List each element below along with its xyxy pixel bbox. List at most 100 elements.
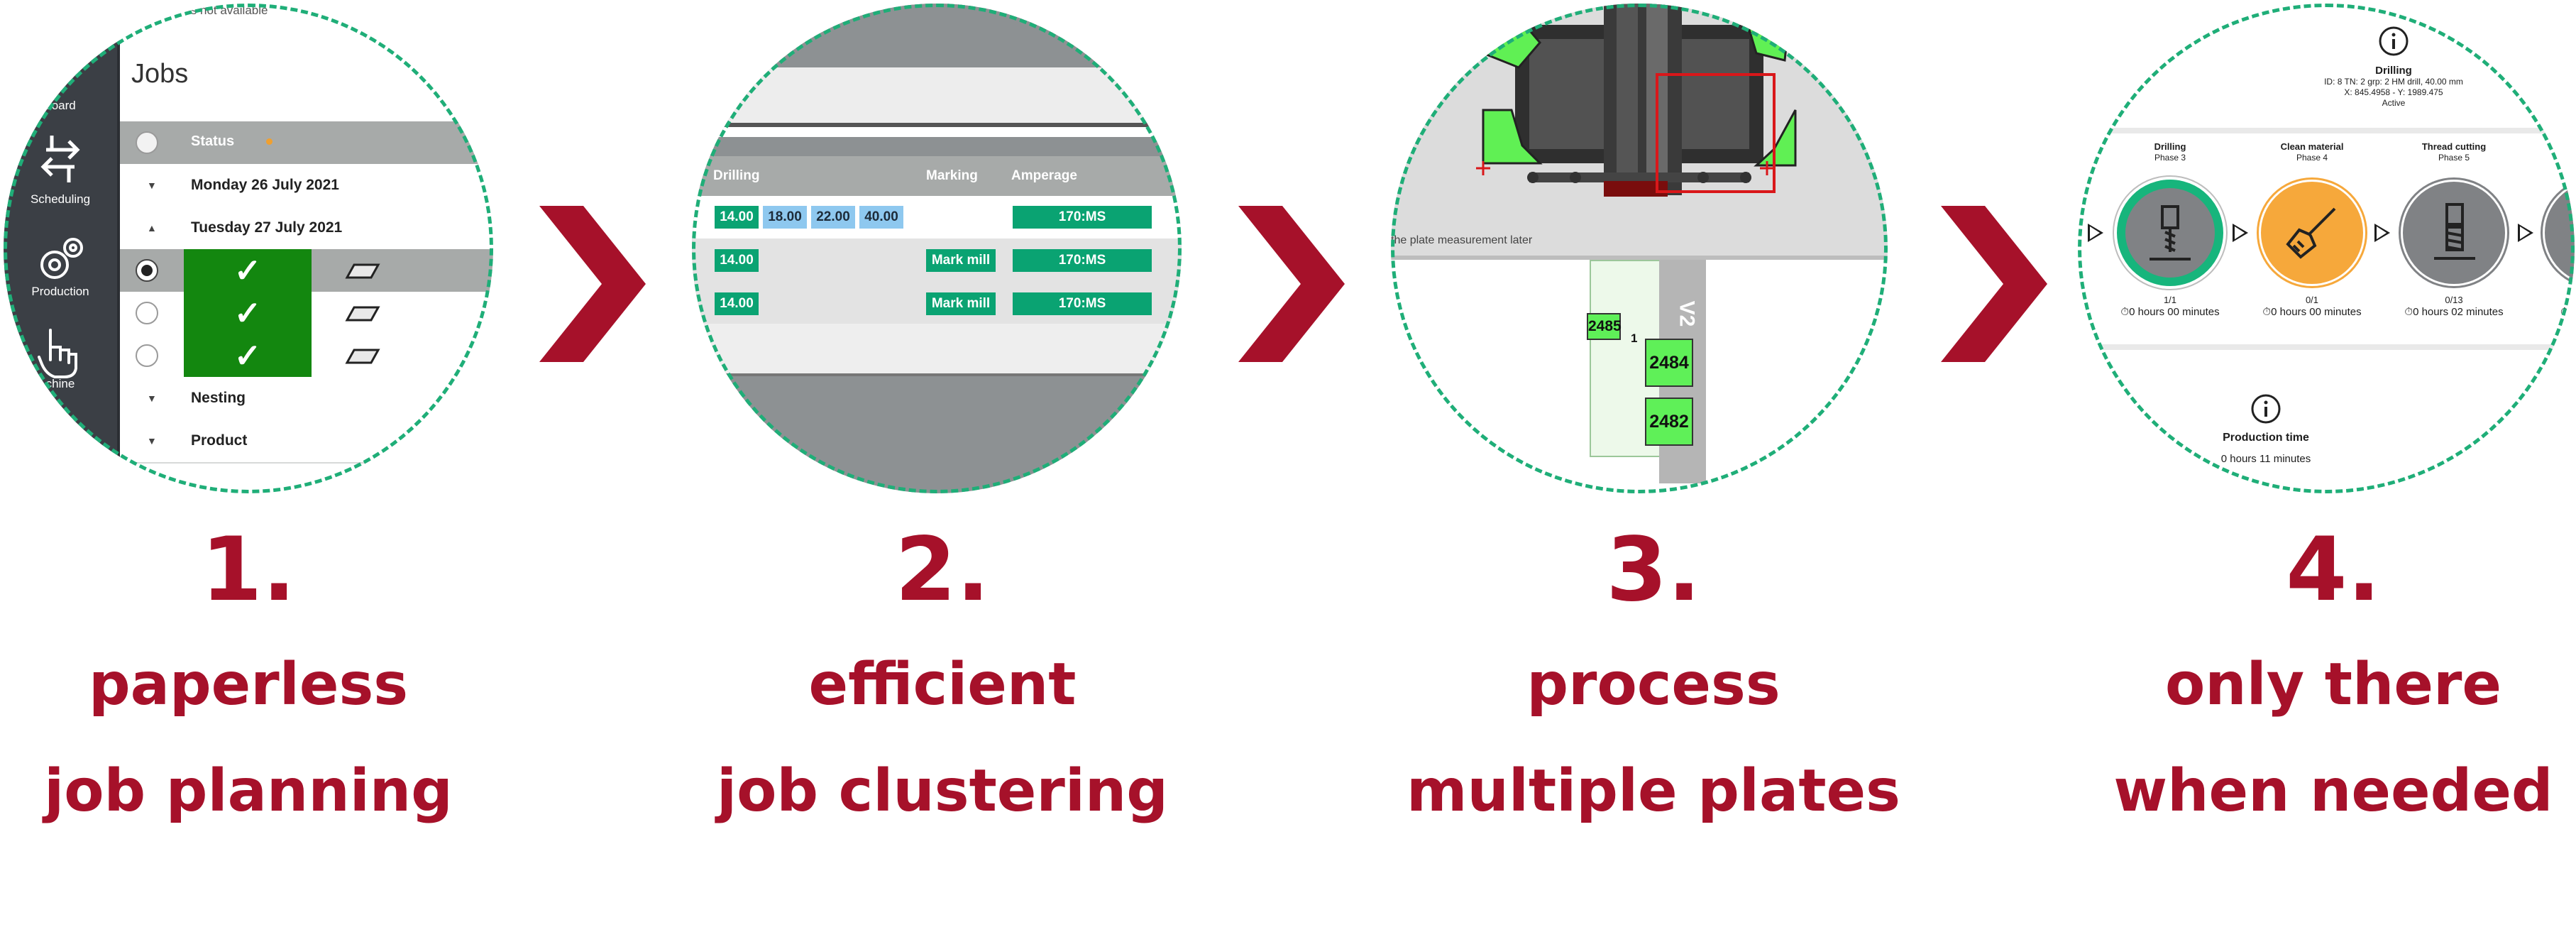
group-label: Product — [191, 432, 248, 449]
group-label: Tuesday 27 July 2021 — [191, 219, 343, 236]
info-icon — [2251, 394, 2281, 424]
group-row[interactable]: ▼ Monday 26 July 2021 — [120, 164, 493, 208]
page-title: Jobs — [131, 59, 189, 89]
drill-tag: 14.00 — [715, 292, 759, 315]
sidebar-item-label: Production — [31, 285, 89, 298]
panel-multiple-plates: the plate measurement later V2 2485 1 24… — [1391, 4, 1888, 493]
sort-indicator-icon — [266, 138, 273, 145]
panel-job-planning: board Scheduling Production — [4, 4, 493, 493]
phase-time: ⏱0 hours 00 minutes — [2120, 306, 2220, 318]
step-number: 3. — [1606, 519, 1701, 621]
phase-time: ⏱0 hours 00 minutes — [2262, 306, 2362, 318]
table-row[interactable]: ✓ — [120, 334, 493, 378]
collapse-icon: ▼ — [147, 435, 157, 446]
tap-icon — [2434, 203, 2475, 260]
production-time-value: 0 hours 11 minutes — [2220, 453, 2311, 465]
part-label: 1 — [1631, 331, 1638, 345]
eraser-icon — [345, 306, 380, 322]
table-row[interactable]: ✓ — [120, 292, 493, 336]
side-label: V2 — [1675, 300, 1699, 327]
select-all-radio[interactable] — [136, 131, 158, 154]
sidebar-item-label: Scheduling — [30, 192, 91, 206]
table-row[interactable]: ✓ — [120, 249, 493, 293]
phase-number: Phase 4 — [2296, 153, 2328, 163]
step-number: 4. — [2286, 519, 2381, 621]
group-label: Monday 26 July 2021 — [191, 177, 339, 193]
sidebar-item-label: chine — [45, 377, 75, 390]
clock-icon: ⏱ — [2404, 306, 2413, 318]
group-row[interactable]: ▼ Nesting — [120, 377, 493, 421]
production-time-label: Production time — [2223, 432, 2309, 444]
part-label[interactable]: 2485 — [1587, 313, 1622, 340]
gears-icon — [40, 238, 83, 279]
phase-number: Phase 5 — [2438, 153, 2470, 163]
step-caption-line1: process — [1526, 651, 1780, 718]
column-header-marking[interactable]: Marking — [926, 168, 978, 183]
phase-clean-material[interactable] — [2259, 180, 2365, 286]
sidebar — [4, 4, 117, 493]
marking-tag: Mark mill — [926, 292, 996, 315]
next-arrow-icon — [2088, 224, 2103, 242]
chevron-right-icon — [1941, 206, 2047, 362]
step-number: 2. — [895, 519, 990, 621]
drill-icon — [2150, 205, 2191, 261]
step-number: 1. — [201, 519, 296, 621]
expand-icon: ▲ — [147, 222, 157, 234]
phase-drilling[interactable] — [2117, 180, 2223, 286]
status-cell: ✓ — [184, 292, 312, 334]
drill-tag: 14.00 — [715, 249, 759, 272]
collapse-icon: ▼ — [147, 393, 157, 404]
collapse-icon: ▼ — [147, 180, 157, 191]
phase-thread-cutting[interactable] — [2401, 180, 2507, 286]
group-row[interactable]: ▼ Product — [120, 420, 493, 464]
clock-icon: ⏱ — [2560, 306, 2569, 318]
next-arrow-icon — [2374, 224, 2390, 242]
sidebar-item-dashboard[interactable]: board — [45, 99, 76, 112]
row-radio[interactable] — [136, 259, 158, 282]
group-row[interactable]: ▲ Tuesday 27 July 2021 — [120, 207, 493, 251]
phase-next[interactable] — [2543, 180, 2575, 286]
operation-status: Active — [2382, 98, 2406, 108]
operation-title: Drilling — [2375, 65, 2412, 77]
step-caption-line1: only there — [2164, 651, 2502, 718]
table-row[interactable]: 14.00 18.00 22.00 40.00 170:MS — [692, 196, 1182, 239]
broom-icon — [2286, 207, 2336, 259]
group-label: Nesting — [191, 390, 246, 406]
status-text: is not available — [188, 4, 268, 17]
row-radio[interactable] — [136, 344, 158, 367]
drill-tag: 40.00 — [859, 206, 903, 229]
status-cell: ✓ — [184, 334, 312, 377]
machine-drawing — [1476, 4, 1797, 197]
column-header-amperage[interactable]: Amperage — [1011, 168, 1077, 183]
info-icon — [2379, 26, 2409, 56]
marking-tag: Mark mill — [926, 249, 996, 272]
chevron-right-icon — [1238, 206, 1345, 362]
status-cell: ✓ — [184, 249, 312, 292]
step-caption-line2: job clustering — [716, 757, 1169, 825]
hint-text: the plate measurement later — [1391, 234, 1533, 246]
sidebar-item-machine[interactable]: chine — [4, 323, 117, 401]
amperage-tag: 170:MS — [1013, 292, 1152, 315]
column-header-drilling[interactable]: Drilling — [713, 168, 760, 183]
table-row[interactable]: 14.00 Mark mill 170:MS 14.00 Mark mill 1… — [692, 239, 1182, 324]
drill-tag: 18.00 — [763, 206, 807, 229]
phase-name: Clean material — [2280, 141, 2344, 152]
table-header: Status — [120, 121, 493, 164]
column-header-status[interactable]: Status — [191, 133, 235, 149]
eraser-icon — [345, 349, 380, 364]
row-radio[interactable] — [136, 302, 158, 324]
next-arrow-icon — [2518, 224, 2533, 242]
part-label[interactable]: 2484 — [1645, 339, 1693, 387]
phase-name: Thread cutting — [2421, 141, 2487, 152]
step-caption-line2: multiple plates — [1407, 757, 1900, 825]
chevron-right-icon — [539, 206, 646, 362]
sidebar-item-production[interactable]: Production — [4, 231, 117, 309]
operation-detail: ID: 8 TN: 2 grp: 2 HM drill, 40.00 mm — [2324, 77, 2463, 87]
sidebar-item-scheduling[interactable]: Scheduling — [4, 131, 117, 217]
phase-number: Phase 3 — [2154, 153, 2186, 163]
part-label[interactable]: 2482 — [1645, 398, 1693, 446]
phase-count: 1/1 — [2163, 295, 2177, 305]
eraser-icon — [345, 263, 380, 279]
step-caption-line2: job planning — [44, 757, 453, 825]
panel-job-clustering: Drilling Marking Amperage 14.00 18.00 22… — [692, 4, 1182, 493]
